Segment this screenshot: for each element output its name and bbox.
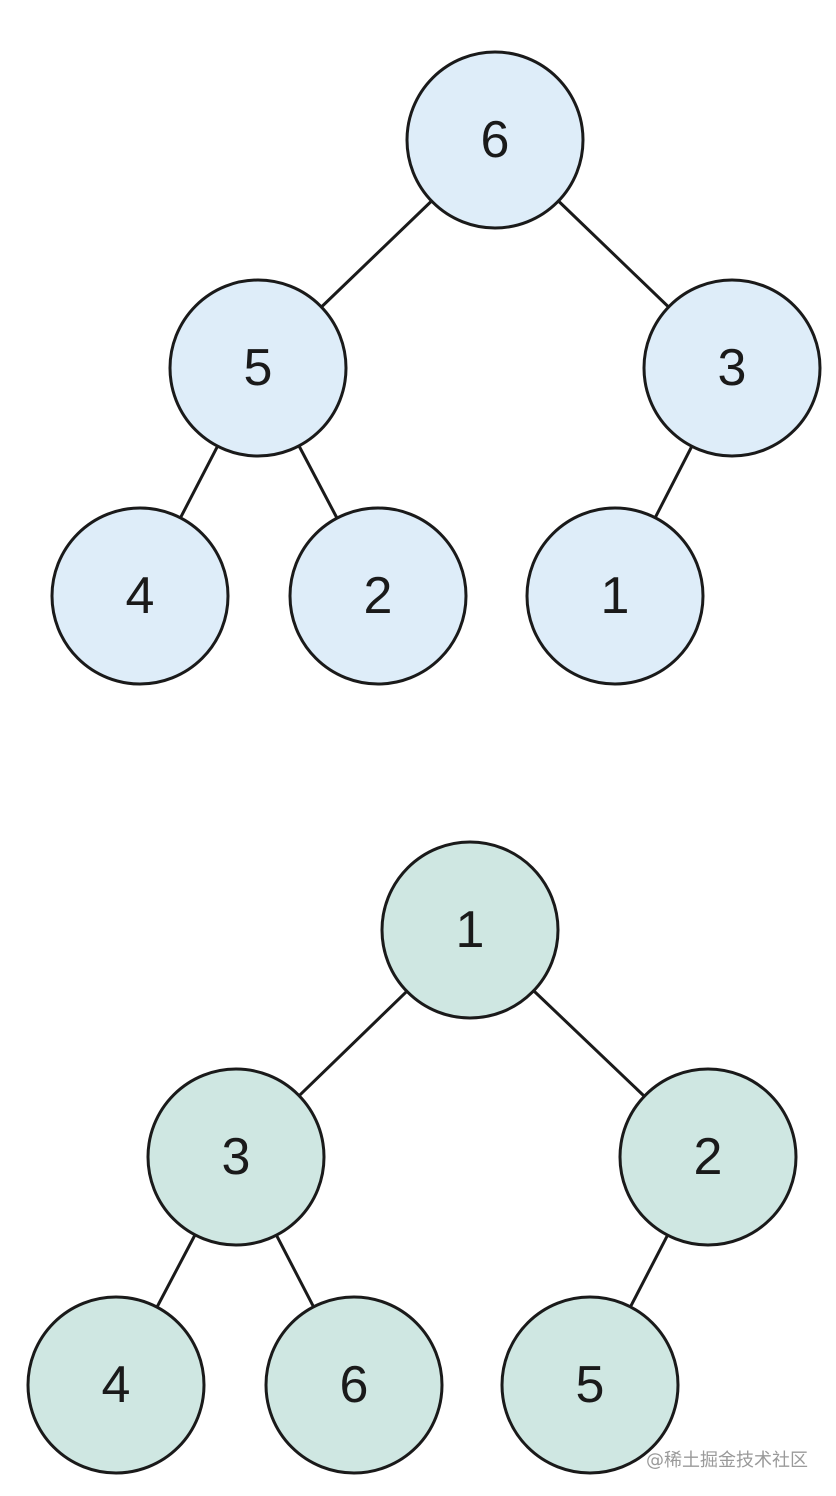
min-heap-node-circle bbox=[380, 840, 560, 1020]
min-heap-node-circle bbox=[264, 1295, 444, 1475]
min-heap-node-label: 2 bbox=[694, 1128, 723, 1186]
max-heap-node-label: 2 bbox=[364, 567, 393, 625]
min-heap-edge bbox=[532, 989, 646, 1098]
min-heap-node: 4 bbox=[26, 1295, 206, 1475]
min-heap-edge bbox=[298, 990, 408, 1097]
min-heap-node-circle bbox=[618, 1067, 798, 1247]
max-heap-edge bbox=[653, 445, 694, 519]
min-heap-node-circle bbox=[26, 1295, 206, 1475]
max-heap-edge bbox=[297, 445, 339, 519]
max-heap-edge bbox=[320, 199, 433, 309]
max-heap-node-circle bbox=[642, 278, 822, 458]
min-heap-edge bbox=[629, 1234, 669, 1308]
max-heap-node: 2 bbox=[288, 506, 468, 686]
max-heap-node-circle bbox=[168, 278, 348, 458]
max-heap-node: 6 bbox=[405, 50, 585, 230]
min-heap-node-label: 4 bbox=[102, 1356, 131, 1414]
max-heap-node: 4 bbox=[50, 506, 230, 686]
max-heap-node: 1 bbox=[525, 506, 705, 686]
max-heap-edge bbox=[557, 199, 670, 309]
min-heap-edge bbox=[155, 1234, 197, 1308]
max-heap-node-label: 5 bbox=[244, 339, 273, 397]
min-heap-node: 2 bbox=[618, 1067, 798, 1247]
max-heap-node-label: 3 bbox=[718, 339, 747, 397]
max-heap-edge bbox=[179, 445, 219, 519]
min-heap-node-circle bbox=[500, 1295, 680, 1475]
min-heap-node: 5 bbox=[500, 1295, 680, 1475]
max-heap-node-circle bbox=[525, 506, 705, 686]
max-heap-node-label: 4 bbox=[126, 567, 155, 625]
max-heap-node: 3 bbox=[642, 278, 822, 458]
min-heap-node-label: 5 bbox=[576, 1356, 605, 1414]
max-heap-node-circle bbox=[288, 506, 468, 686]
min-heap-node-circle bbox=[146, 1067, 326, 1247]
watermark-text: @稀土掘金技术社区 bbox=[646, 1450, 808, 1471]
max-heap-node: 5 bbox=[168, 278, 348, 458]
max-heap-node-circle bbox=[405, 50, 585, 230]
min-heap-node: 3 bbox=[146, 1067, 326, 1247]
max-heap-node-label: 6 bbox=[481, 111, 510, 169]
nodes-layer: 6 5 3 4 2 1 1 3 2 4 6 5 bbox=[26, 50, 822, 1475]
max-heap-node-label: 1 bbox=[601, 567, 630, 625]
max-heap-node-circle bbox=[50, 506, 230, 686]
min-heap-node-label: 1 bbox=[456, 901, 485, 959]
min-heap-edge bbox=[275, 1234, 315, 1308]
min-heap-node: 6 bbox=[264, 1295, 444, 1475]
edges-layer bbox=[155, 199, 694, 1308]
min-heap-node-label: 6 bbox=[340, 1356, 369, 1414]
min-heap-node: 1 bbox=[380, 840, 560, 1020]
min-heap-node-label: 3 bbox=[222, 1128, 251, 1186]
